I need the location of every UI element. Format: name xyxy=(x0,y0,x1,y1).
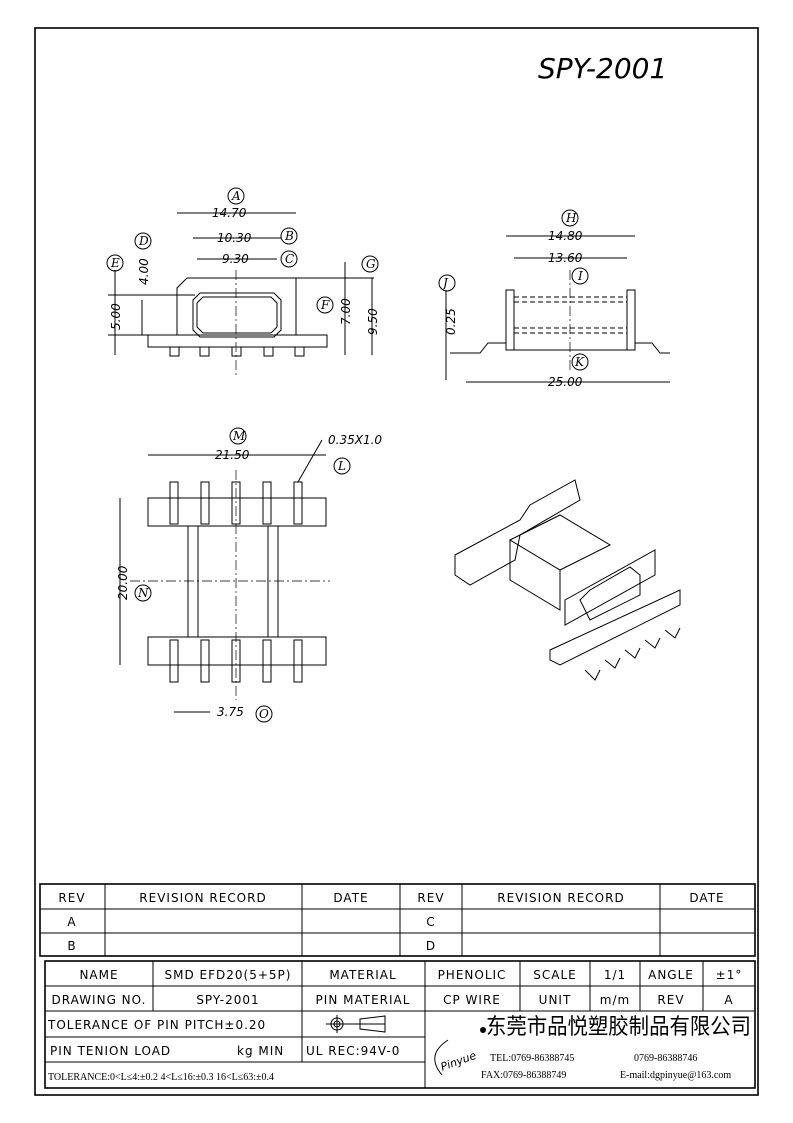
scale-value: 1/1 xyxy=(604,968,626,982)
svg-text:B: B xyxy=(284,229,294,243)
revision-record-header: REVISION RECORD xyxy=(139,891,266,905)
balloon-C: C xyxy=(280,250,298,268)
rev-d: D xyxy=(426,939,436,953)
svg-text:J: J xyxy=(440,276,449,290)
dim-F: 7.00 xyxy=(339,298,353,325)
svg-text:E: E xyxy=(110,256,120,270)
balloon-B: B xyxy=(280,227,298,245)
angle-label: ANGLE xyxy=(648,968,694,982)
balloon-F: F xyxy=(316,296,334,314)
name-value: SMD EFD20(5+5P) xyxy=(165,968,292,982)
dim-M: 21.50 xyxy=(215,448,250,462)
balloon-L: L xyxy=(333,457,351,475)
material-value: PHENOLIC xyxy=(438,968,507,982)
angle-value: ±1° xyxy=(716,968,743,982)
pin-pitch-tolerance: TOLERANCE OF PIN PITCH±0.20 xyxy=(47,1018,266,1032)
dim-J: 0.25 xyxy=(444,308,458,335)
dim-K: 25.00 xyxy=(548,375,583,389)
dim-I: 13.60 xyxy=(548,251,583,265)
balloon-I: I xyxy=(571,267,589,285)
date-header-2: DATE xyxy=(689,891,724,905)
email: E-mail:dgpinyue@163.com xyxy=(620,1070,731,1081)
rev-header-2: REV xyxy=(417,891,444,905)
fax: FAX:0769-86388749 xyxy=(481,1070,566,1081)
revision-table: REV REVISION RECORD DATE REV REVISION RE… xyxy=(39,883,756,957)
drawing-title: SPY-2001 xyxy=(538,52,667,85)
company-logo: Pinyue xyxy=(434,1027,486,1076)
balloon-D: D xyxy=(134,232,152,250)
balloon-H: H xyxy=(561,209,579,227)
svg-text:N: N xyxy=(137,586,149,600)
svg-text:M: M xyxy=(232,429,246,443)
pin-tension-unit: kg MIN xyxy=(237,1044,284,1058)
dim-O: 3.75 xyxy=(217,705,244,719)
dim-L: 0.35X1.0 xyxy=(328,433,382,447)
dim-E: 5.00 xyxy=(109,303,123,330)
unit-value: m/m xyxy=(600,993,630,1007)
scale-label: SCALE xyxy=(533,968,576,982)
balloon-E: E xyxy=(106,254,124,272)
balloon-K: K xyxy=(571,353,589,371)
unit-label: UNIT xyxy=(539,993,572,1007)
balloon-N: N xyxy=(134,584,152,602)
drawing-border xyxy=(34,27,759,1096)
pin-tension-label: PIN TENION LOAD xyxy=(50,1044,171,1058)
balloon-G: G xyxy=(361,255,379,273)
svg-text:C: C xyxy=(285,252,294,266)
dim-D: 4.00 xyxy=(137,258,151,285)
ul-rec: UL REC:94V-0 xyxy=(306,1044,400,1058)
company-name: 东莞市品悦塑胶制品有限公司 xyxy=(486,1015,751,1040)
rev-c: C xyxy=(426,915,435,929)
balloon-M: M xyxy=(229,427,247,445)
tel-2: 0769-86388746 xyxy=(634,1053,697,1064)
dim-C: 9.30 xyxy=(222,252,249,266)
svg-text:G: G xyxy=(366,257,376,271)
pin-material-label: PIN MATERIAL xyxy=(316,993,411,1007)
rev-b: B xyxy=(67,939,76,953)
date-header: DATE xyxy=(333,891,368,905)
svg-text:A: A xyxy=(231,189,241,203)
isometric-view xyxy=(454,479,681,681)
dim-A: 14.70 xyxy=(212,206,247,220)
svg-text:Pinyue: Pinyue xyxy=(439,1049,478,1074)
dim-G: 9.50 xyxy=(366,308,380,335)
dim-N: 20.00 xyxy=(116,565,130,600)
revision-record-header-2: REVISION RECORD xyxy=(497,891,624,905)
title-block: NAME SMD EFD20(5+5P) MATERIAL PHENOLIC S… xyxy=(44,960,756,1089)
svg-text:O: O xyxy=(259,707,269,721)
side-view: 14.80 13.60 0.25 25.00 H I J K xyxy=(438,209,670,389)
dim-H: 14.80 xyxy=(548,229,583,243)
svg-text:F: F xyxy=(320,298,330,312)
balloon-J: J xyxy=(438,274,456,292)
projection-symbol-icon xyxy=(326,1015,386,1033)
front-view: 14.70 10.30 9.30 4.00 5.00 7.00 9.50 A B… xyxy=(106,187,380,375)
tolerance-table: TOLERANCE:0<L≤4:±0.2 4<L≤16:±0.3 16<L≤63… xyxy=(48,1072,274,1083)
tel: TEL:0769-86388745 xyxy=(490,1053,574,1064)
rev-value: A xyxy=(724,993,733,1007)
svg-text:I: I xyxy=(577,269,583,283)
rev-header: REV xyxy=(58,891,85,905)
rev-label: REV xyxy=(657,993,684,1007)
svg-text:K: K xyxy=(574,355,585,369)
rev-a: A xyxy=(67,915,76,929)
svg-text:H: H xyxy=(565,211,577,225)
drawing-no-label: DRAWING NO. xyxy=(52,993,147,1007)
svg-text:D: D xyxy=(138,234,149,248)
pin-material-value: CP WIRE xyxy=(443,993,501,1007)
svg-text:L: L xyxy=(337,459,346,473)
balloon-A: A xyxy=(227,187,245,205)
name-label: NAME xyxy=(79,968,118,982)
balloon-O: O xyxy=(255,705,273,723)
material-label: MATERIAL xyxy=(329,968,396,982)
dim-B: 10.30 xyxy=(217,231,252,245)
bottom-view: 21.50 0.35X1.0 20.00 3.75 M L N O xyxy=(116,427,382,723)
drawing-no-value: SPY-2001 xyxy=(196,993,259,1007)
